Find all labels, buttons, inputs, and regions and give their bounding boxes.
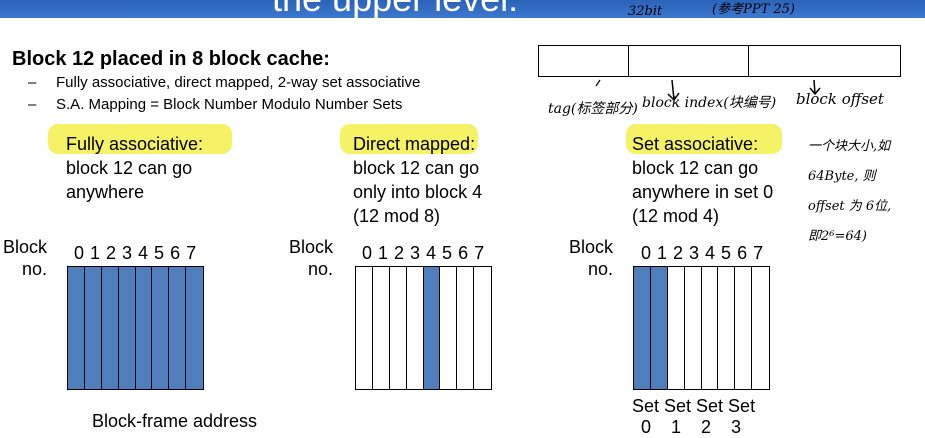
title-colon: : (470, 134, 476, 154)
cache-block-6 (169, 267, 187, 389)
cache-block-6 (735, 267, 753, 389)
block-numbers-set: 0 1 2 3 4 5 6 7 (641, 243, 764, 263)
cache-block-4 (135, 267, 153, 389)
cache-block-2 (390, 267, 407, 389)
bullet-2: – S.A. Mapping = Block Number Modulo Numb… (28, 96, 402, 113)
title-band: the upper level: (0, 0, 925, 18)
address-field-box (538, 45, 901, 77)
index-field (629, 46, 749, 76)
block-numbers-direct: 0 1 2 3 4 5 6 7 (362, 243, 485, 263)
direct-mapped-title: Direct mapped (353, 134, 471, 154)
cache-block-5 (152, 267, 170, 389)
cache-block-1 (373, 267, 390, 389)
bullet-marker: – (28, 74, 37, 91)
slide-heading: Block 12 placed in 8 block cache: (12, 48, 330, 70)
bullet-marker: – (28, 96, 37, 113)
highlight-fully (48, 124, 232, 154)
annotation-tag: tag(标签部分) (548, 101, 638, 117)
annotation-block-index: block index(块编号) (642, 95, 777, 111)
highlight-direct (340, 124, 478, 154)
cache-block-3 (685, 267, 702, 389)
cache-block-7 (186, 267, 204, 389)
direct-mapped-line: (12 mod 8) (353, 206, 441, 226)
cache-grid-set (633, 266, 771, 390)
block-numbers-fully: 0 1 2 3 4 5 6 7 (74, 243, 197, 263)
tag-field (539, 46, 629, 76)
direct-mapped-line: only into block 4 (353, 182, 483, 202)
set-assoc-line: (12 mod 4) (632, 206, 720, 226)
set-labels: Set Set Set Set (632, 396, 756, 416)
fully-assoc-text: Fully associative: block 12 can go anywh… (66, 132, 203, 204)
cache-block-4 (702, 267, 719, 389)
annotation-32bit: 32bit (628, 4, 663, 19)
cache-block-0 (634, 267, 651, 389)
set-assoc-title: Set associative (632, 134, 754, 154)
cache-block-0 (356, 267, 373, 389)
title-colon: : (753, 134, 759, 154)
annotation-block-offset: block offset (796, 90, 884, 108)
cache-block-3 (407, 267, 424, 389)
set-numbers: 0 1 2 3 (641, 417, 742, 437)
block-frame-address: Block-frame address (92, 411, 258, 431)
cache-block-6 (457, 267, 475, 389)
cache-block-5 (440, 267, 458, 389)
set-assoc-line: block 12 can go (632, 158, 759, 178)
cache-grid-direct (355, 266, 493, 390)
fully-assoc-title: Fully associative: (66, 134, 204, 154)
bullet-1: – Fully associative, direct mapped, 2-way… (28, 74, 420, 91)
set-assoc-line: anywhere in set 0 (632, 182, 774, 202)
annotation-note: 一个块大小,如 64Byte, 则 offset 为 6位, 即2⁶=64) (808, 139, 892, 244)
cache-block-0 (68, 267, 85, 389)
cache-block-1 (84, 267, 102, 389)
cache-block-2 (101, 267, 119, 389)
direct-mapped-text: Direct mapped: block 12 can go only into… (353, 132, 482, 228)
slide-title: the upper level: (272, 0, 518, 18)
cache-block-4 (423, 267, 441, 389)
cache-block-1 (650, 267, 668, 389)
bullet-text: Fully associative, direct mapped, 2-way … (56, 74, 421, 91)
fully-assoc-line: block 12 can go (66, 158, 193, 178)
cache-grid-fully (67, 266, 205, 390)
bullet-text: S.A. Mapping = Block Number Modulo Numbe… (56, 96, 403, 113)
set-assoc-text: Set associative: block 12 can go anywher… (632, 132, 773, 228)
fully-assoc-line: anywhere (66, 182, 145, 202)
cache-block-5 (718, 267, 736, 389)
cache-block-3 (118, 267, 136, 389)
cache-block-2 (668, 267, 685, 389)
direct-mapped-line: block 12 can go (353, 158, 480, 178)
annotation-ppt: (参考PPT 25) (712, 2, 795, 17)
highlight-set (626, 124, 782, 154)
